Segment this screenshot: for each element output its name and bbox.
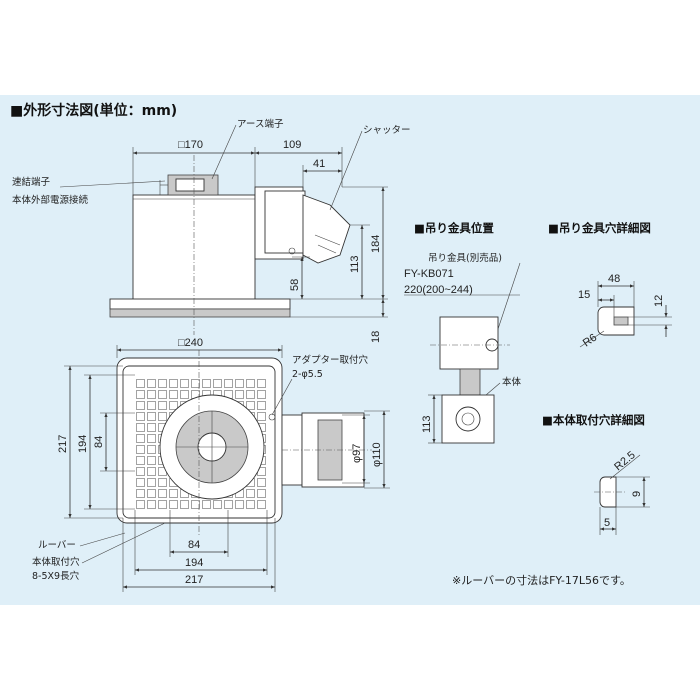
hanger-position: ■吊り金具位置 吊り金具(別売品) FY-KB071 220(200~244) … [404, 221, 522, 444]
dim-217-v: 217 [57, 435, 69, 453]
heading-body-hole-detail: ■本体取付穴詳細図 [542, 413, 645, 427]
dim-84-h: 84 [188, 539, 200, 551]
dim-194-h: 194 [185, 557, 203, 569]
label-adapter-hole: アダプター取付穴 [292, 354, 369, 366]
side-louver [109, 308, 291, 318]
dim-109: 109 [283, 139, 301, 151]
label-connect-terminal: 速結端子 [12, 176, 51, 188]
page-title: ■外形寸法図(単位：mm) [10, 102, 177, 119]
label-hanger-model: FY-KB071 [404, 268, 454, 280]
dim-15: 15 [578, 289, 590, 301]
label-power-connection: 本体外部電源接続 [12, 194, 89, 206]
dim-113: 113 [349, 255, 361, 273]
heading-hanger-hole-detail: ■吊り金具穴詳細図 [548, 221, 651, 235]
front-view: □240 アダプター取付穴 2-φ5.5 217 194 84 φ97 φ110… [32, 337, 390, 592]
dim-84-v: 84 [93, 436, 105, 448]
dim-12: 12 [653, 295, 665, 307]
dim-48: 48 [608, 273, 620, 285]
label-hanger-range: 220(200~244) [404, 284, 473, 296]
louver-note: ※ルーバーの寸法はFY-17L56です。 [452, 573, 631, 587]
body-hole-detail: ■本体取付穴詳細図 R2.5 9 5 [542, 413, 650, 535]
label-body: 本体 [502, 376, 522, 388]
hanger-hole-detail: ■吊り金具穴詳細図 48 15 12 R6 [548, 221, 672, 349]
dim-184: 184 [370, 235, 382, 253]
dimension-drawing: ■外形寸法図(単位：mm) □170 109 41 [10, 102, 672, 592]
label-mount-hole: 本体取付穴 [32, 556, 80, 568]
dim-240: □240 [178, 337, 203, 349]
dim-9: 9 [631, 491, 643, 497]
dim-217-h: 217 [185, 574, 203, 586]
hanger-dim-113: 113 [421, 415, 433, 433]
label-shutter: シャッター [363, 125, 411, 136]
dim-194-v: 194 [77, 435, 89, 453]
label-hanger: 吊り金具(別売品) [428, 252, 502, 264]
dim-18: 18 [370, 331, 382, 343]
heading-hanger-position: ■吊り金具位置 [414, 221, 494, 235]
label-adapter-hole-spec: 2-φ5.5 [292, 369, 323, 380]
shutter [302, 194, 351, 264]
dim-5: 5 [604, 517, 610, 529]
dim-110: φ110 [371, 442, 383, 467]
label-earth-terminal: アース端子 [237, 118, 284, 130]
side-view: □170 109 41 184 113 58 18 アース端子 シャッター 速結… [12, 118, 411, 343]
drawing-sheet: ■外形寸法図(単位：mm) □170 109 41 [0, 95, 700, 605]
label-mount-hole-spec: 8-5X9長穴 [32, 570, 80, 582]
side-flange [109, 298, 291, 310]
label-louver: ルーバー [38, 540, 76, 551]
dim-58: 58 [289, 279, 301, 291]
dim-97: φ97 [351, 444, 363, 463]
dim-170: □170 [178, 139, 203, 151]
dim-41: 41 [313, 158, 325, 170]
dim-r25: R2.5 [612, 449, 638, 473]
